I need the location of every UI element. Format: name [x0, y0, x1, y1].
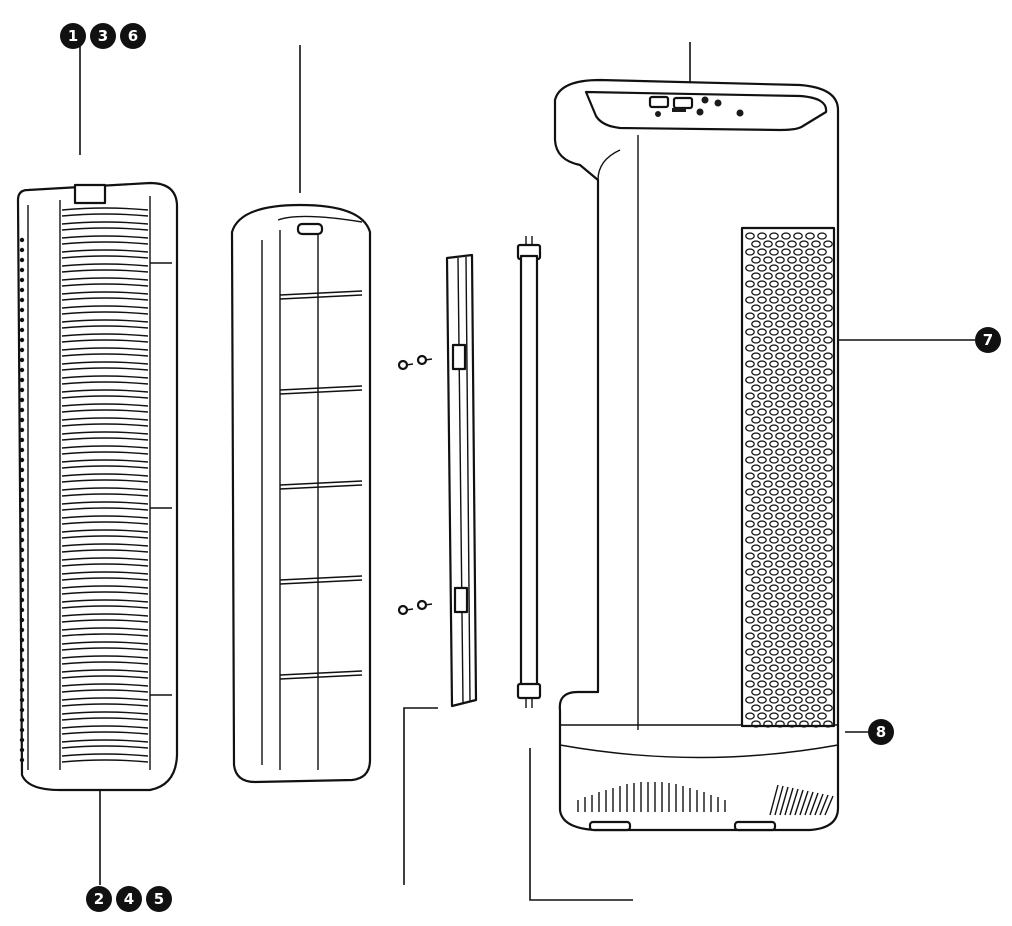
callout-badge — [90, 23, 116, 49]
callout-number: 4 — [124, 890, 134, 908]
callout-number: 5 — [154, 890, 164, 908]
mounting-bracket — [445, 253, 478, 708]
callout-group-top-left: 1 3 6 — [60, 23, 146, 49]
callout-right-lower: 8 — [868, 719, 894, 745]
callout-badge — [86, 886, 112, 912]
callout-badge — [868, 719, 894, 745]
callout-number: 8 — [876, 723, 886, 741]
callout-number: 6 — [128, 27, 138, 45]
callout-badge — [975, 327, 1001, 353]
screws — [397, 354, 433, 616]
main-housing — [553, 78, 840, 832]
front-grille-panel — [16, 181, 179, 792]
uv-lamp-tube — [516, 236, 542, 708]
callout-right-upper: 7 — [975, 327, 1001, 353]
callout-badge — [60, 23, 86, 49]
callout-group-bottom-left: 2 4 5 — [86, 886, 172, 912]
callout-number: 2 — [94, 890, 104, 908]
control-buttons — [648, 95, 744, 117]
callout-badge — [120, 23, 146, 49]
callout-number: 7 — [983, 331, 993, 349]
callout-badge — [146, 886, 172, 912]
filter-frame — [230, 203, 372, 784]
callout-badge — [116, 886, 142, 912]
callout-number: 1 — [68, 27, 78, 45]
leader-lines — [79, 40, 975, 901]
callout-number: 3 — [98, 27, 108, 45]
